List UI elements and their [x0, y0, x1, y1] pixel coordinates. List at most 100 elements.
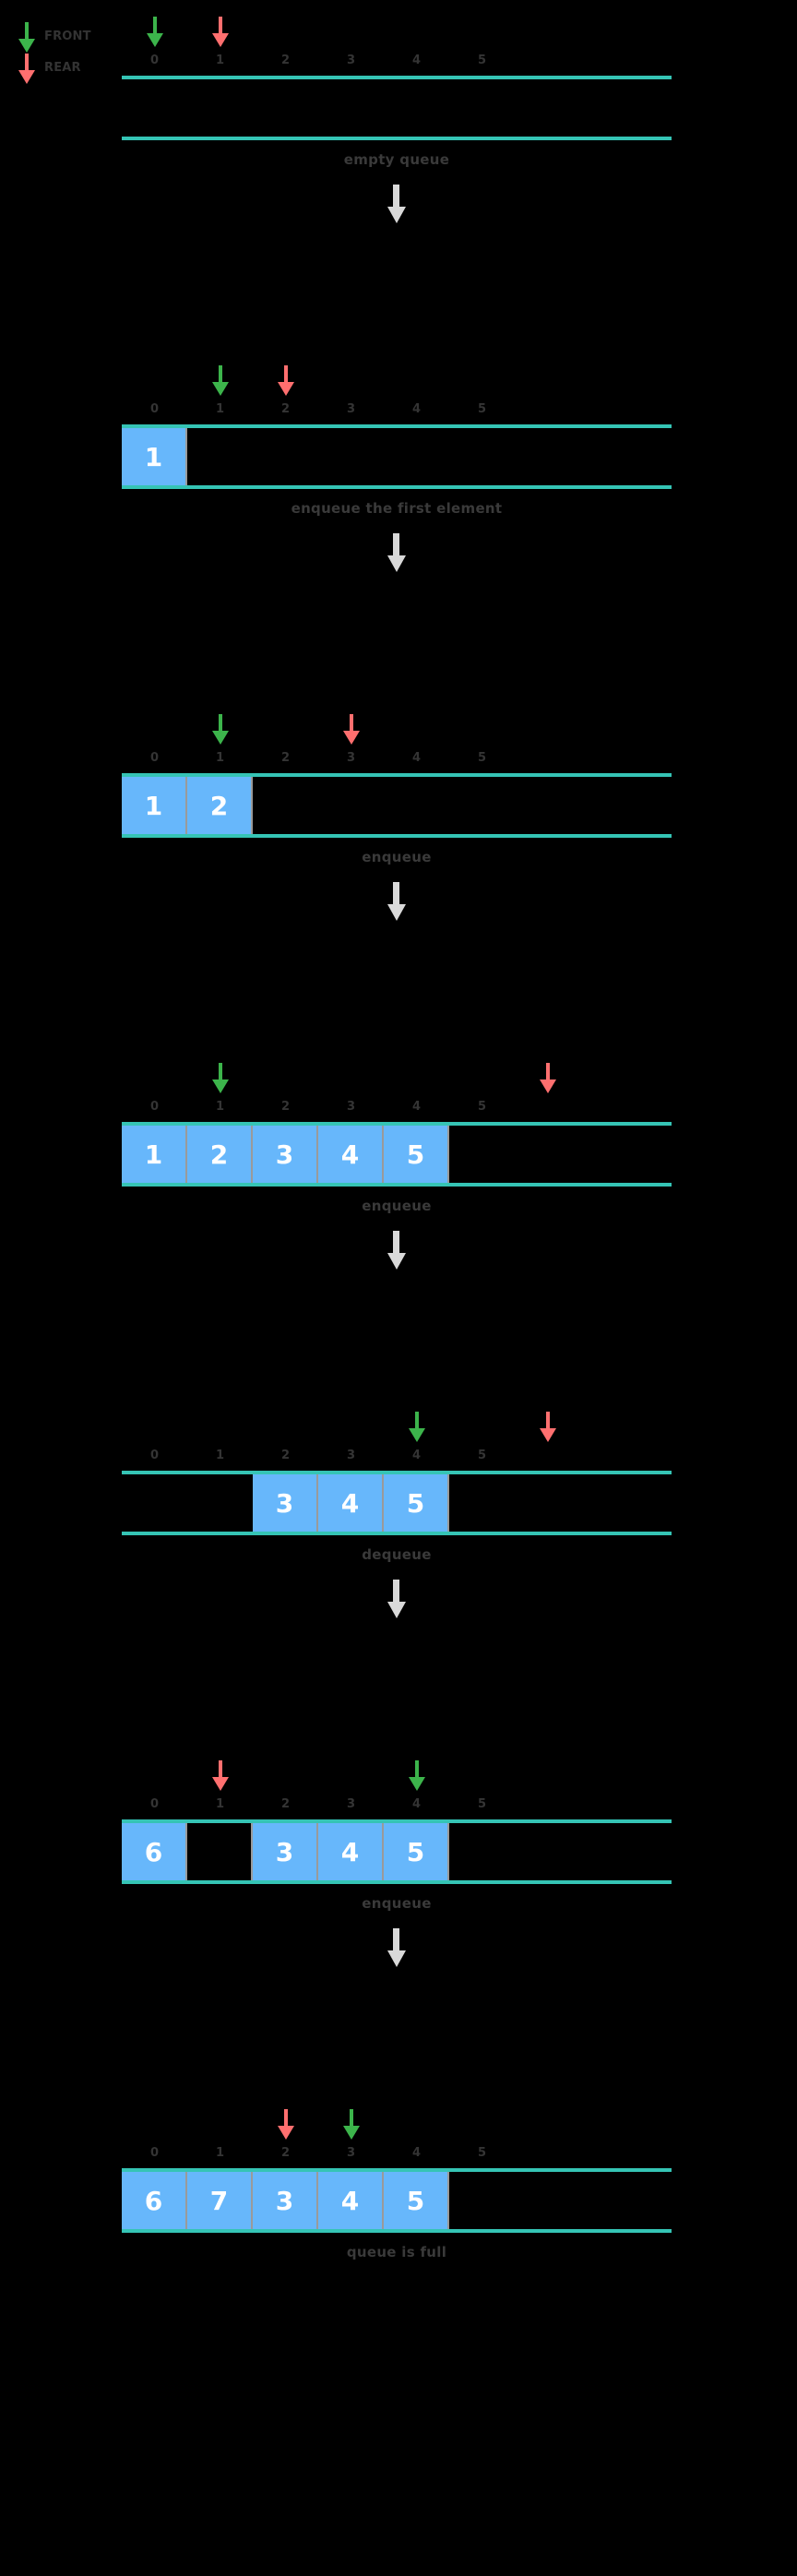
queue-cell-empty: [384, 79, 449, 137]
rear-pointer-arrow-icon: [538, 1412, 558, 1443]
legend-item-rear: REAR: [17, 52, 127, 84]
index-label-4: 4: [411, 1100, 422, 1114]
queue-cell-empty: [384, 777, 449, 834]
rear-arrow-icon: [17, 54, 37, 84]
queue-cell-value: 4: [318, 1126, 384, 1183]
queue-cell-empty: [253, 79, 318, 137]
index-label-4: 4: [411, 54, 422, 67]
index-label-2: 2: [280, 54, 291, 67]
stage-caption: enqueue the first element: [291, 500, 503, 517]
queue-cell-empty: [318, 428, 384, 485]
queue-cell-empty: [122, 79, 187, 137]
queue-cell-value: 5: [384, 1126, 449, 1183]
queue-cell-empty: [449, 1474, 515, 1532]
pointer-track: [122, 714, 672, 751]
rear-pointer-arrow-icon: [210, 1760, 231, 1792]
pointer-track: [122, 365, 672, 402]
queue-cell-empty: [318, 79, 384, 137]
queue-cell-value: 2: [187, 1126, 253, 1183]
legend-item-front: FRONT: [17, 20, 127, 53]
queue-cell-empty: [187, 1823, 253, 1880]
pointer-track: [122, 1412, 672, 1449]
queue-bottom-boundary-line: [122, 137, 672, 140]
index-label-5: 5: [477, 402, 487, 416]
queue-cells: [122, 79, 672, 137]
index-label-3: 3: [346, 54, 356, 67]
index-label-3: 3: [346, 751, 356, 765]
queue-cell-value: 3: [253, 1823, 318, 1880]
queue-bottom-boundary-line: [122, 834, 672, 838]
queue-cell-value: 1: [122, 428, 187, 485]
front-pointer-arrow-icon: [145, 17, 165, 48]
index-label-4: 4: [411, 751, 422, 765]
queue-cell-empty: [122, 1474, 187, 1532]
queue-cells: 1: [122, 428, 672, 485]
queue-cell-value: 2: [187, 777, 253, 834]
index-label-2: 2: [280, 1100, 291, 1114]
stage-caption: enqueue: [362, 849, 432, 865]
queue-cell-value: 4: [318, 1474, 384, 1532]
pointer-track: [122, 1760, 672, 1797]
index-label-0: 0: [149, 1449, 160, 1462]
rear-pointer-arrow-icon: [341, 714, 362, 745]
rear-pointer-arrow-icon: [538, 1063, 558, 1094]
rear-pointer-arrow-icon: [210, 17, 231, 48]
index-label-1: 1: [215, 751, 225, 765]
legend-label-rear: REAR: [44, 60, 81, 75]
front-pointer-arrow-icon: [341, 2109, 362, 2141]
queue-bottom-boundary-line: [122, 1183, 672, 1187]
pointer-track: [122, 2109, 672, 2146]
index-label-2: 2: [280, 402, 291, 416]
queue-cell-empty: [449, 79, 515, 137]
queue-cell-empty: [449, 1126, 515, 1183]
front-pointer-arrow-icon: [407, 1760, 427, 1792]
index-label-5: 5: [477, 1100, 487, 1114]
index-label-5: 5: [477, 751, 487, 765]
queue-cell-empty: [449, 1823, 515, 1880]
rear-pointer-arrow-icon: [276, 365, 296, 397]
queue-cell-value: 6: [122, 1823, 187, 1880]
step-connector-arrow-icon: [387, 1580, 406, 1620]
queue-cell-empty: [449, 2172, 515, 2229]
queue-top-boundary-line: [122, 1122, 672, 1126]
queue-cell-value: 5: [384, 1474, 449, 1532]
queue-top-boundary-line: [122, 1819, 672, 1823]
step-connector-arrow-icon: [387, 533, 406, 574]
index-label-4: 4: [411, 2146, 422, 2160]
queue-top-boundary-line: [122, 1471, 672, 1474]
queue-bottom-boundary-line: [122, 1880, 672, 1884]
index-label-5: 5: [477, 54, 487, 67]
index-label-4: 4: [411, 1797, 422, 1811]
queue-cell-value: 1: [122, 777, 187, 834]
queue-cell-empty: [449, 428, 515, 485]
queue-cell-value: 4: [318, 1823, 384, 1880]
index-label-4: 4: [411, 402, 422, 416]
index-label-0: 0: [149, 54, 160, 67]
queue-cell-empty: [253, 428, 318, 485]
queue-top-boundary-line: [122, 773, 672, 777]
index-label-1: 1: [215, 1797, 225, 1811]
queue-cell-value: 5: [384, 2172, 449, 2229]
index-label-4: 4: [411, 1449, 422, 1462]
pointer-track: [122, 17, 672, 54]
index-label-5: 5: [477, 2146, 487, 2160]
queue-cell-value: 7: [187, 2172, 253, 2229]
index-label-0: 0: [149, 402, 160, 416]
queue-bottom-boundary-line: [122, 485, 672, 489]
